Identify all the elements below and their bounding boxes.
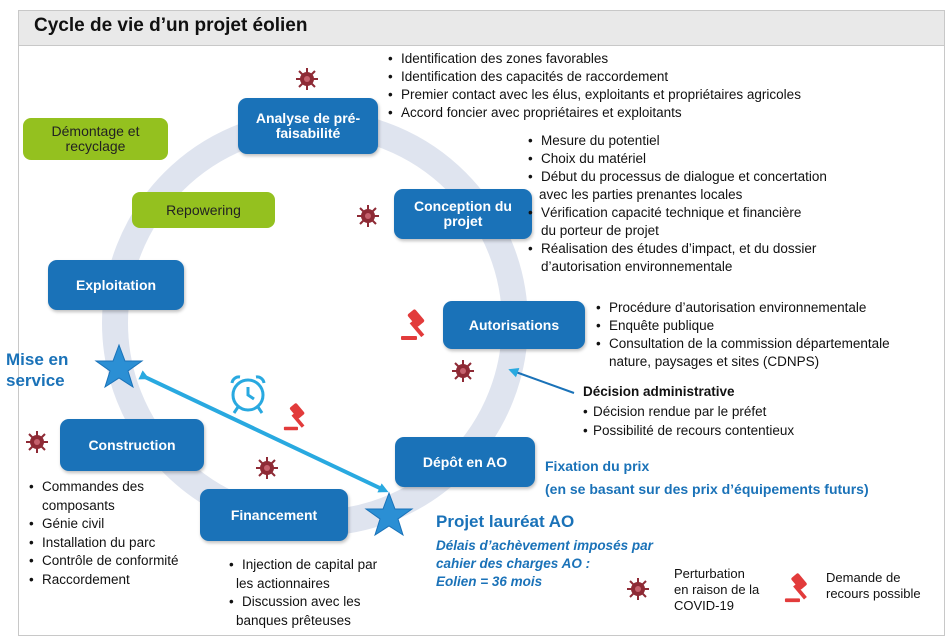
stage-repowering-box: Repowering — [132, 192, 275, 228]
list-item: Procédure d’autorisation environnemental… — [609, 300, 867, 315]
laureat-title: Projet lauréat AO — [436, 512, 575, 531]
financement-list: •Injection de capital par les actionnair… — [229, 557, 378, 628]
double-arrow-icon — [138, 370, 389, 493]
list-item: Possibilité de recours contentieux — [593, 423, 795, 438]
virus-icon — [296, 68, 318, 90]
laureat-line2: cahier des charges AO : — [436, 556, 591, 571]
list-item: Génie civil — [42, 516, 105, 531]
fixation-line2: (en se basant sur des prix d’équipements… — [545, 481, 869, 497]
stage-financement-box: Financement — [200, 489, 348, 541]
legend-recours: Demande de recours possible — [826, 570, 921, 602]
gavel-icon — [784, 573, 807, 603]
fixation-line1: Fixation du prix — [545, 458, 650, 474]
legend-covid: Perturbation en raison de la COVID-19 — [674, 566, 759, 614]
list-item: Accord foncier avec propriétaires et exp… — [387, 104, 801, 122]
stage-construction-box: Construction — [60, 419, 204, 471]
list-item: Mesure du potentiel — [541, 133, 660, 148]
decision-title: Décision administrative — [583, 384, 735, 399]
list-item: Raccordement — [42, 571, 130, 587]
list-item: Identification des zones favorables — [387, 50, 801, 68]
laureat-line1: Délais d’achèvement imposés par — [436, 538, 653, 553]
legend-covid-line1: Perturbation — [674, 566, 745, 581]
legend-covid-line2: en raison de la — [674, 582, 760, 597]
stage-autorisations-box: Autorisations — [443, 301, 585, 349]
stage-conception-box: Conception du projet — [394, 189, 532, 239]
list-item: Réalisation des études d’impact, et du d… — [541, 241, 817, 256]
construction-list: •Commandes des composants •Génie civil •… — [29, 479, 179, 587]
virus-icon — [357, 205, 379, 227]
list-item-continued: avec les parties prenantes locales — [539, 187, 743, 202]
list-item: Premier contact avec les élus, exploitan… — [387, 86, 801, 104]
star-icon — [364, 491, 414, 537]
virus-icon — [256, 457, 278, 479]
star-icon — [94, 343, 144, 389]
analyse-list: Identification des zones favorables Iden… — [387, 50, 801, 122]
decision-list: •Décision rendue par le préfet •Possibil… — [583, 404, 795, 438]
title-bar — [18, 10, 945, 46]
list-item: Contrôle de conformité — [42, 553, 179, 568]
mise-en-service-line2: service — [6, 371, 65, 390]
conception-list: •Mesure du potentiel •Choix du matériel … — [528, 133, 827, 274]
list-item: Discussion avec les — [242, 594, 361, 609]
list-item-continued: banques prêteuses — [236, 612, 351, 628]
list-item: Installation du parc — [42, 534, 156, 550]
virus-icon — [627, 578, 649, 600]
virus-icon — [26, 431, 48, 453]
list-item: Décision rendue par le préfet — [593, 404, 767, 419]
laureat-line3: Eolien = 36 mois — [436, 574, 543, 589]
list-item-continued: composants — [42, 497, 115, 513]
list-item: Injection de capital par — [242, 557, 378, 572]
list-item-continued: les actionnaires — [236, 575, 330, 591]
list-item-continued: du porteur de projet — [541, 223, 659, 238]
mise-en-service-line1: Mise en — [6, 350, 69, 369]
autorisations-list: •Procédure d’autorisation environnementa… — [596, 300, 890, 369]
list-item: Identification des capacités de raccorde… — [387, 68, 801, 86]
list-item: Commandes des — [42, 479, 145, 494]
gavel-icon — [283, 403, 305, 431]
page-title: Cycle de vie d’un projet éolien — [34, 15, 308, 36]
virus-icon — [452, 360, 474, 382]
stage-demontage-box: Démontage et recyclage — [23, 118, 168, 160]
gavel-icon — [401, 309, 425, 340]
legend-covid-line3: COVID-19 — [674, 598, 734, 613]
list-item: Début du processus de dialogue et concer… — [541, 169, 827, 184]
list-item: Vérification capacité technique et finan… — [541, 205, 802, 220]
legend-recours-line1: Demande de — [826, 570, 901, 585]
stage-analyse-box: Analyse de pré-faisabilité — [238, 98, 378, 154]
legend-recours-line2: recours possible — [826, 586, 921, 601]
list-item-continued: nature, paysages et sites (CDNPS) — [609, 354, 820, 369]
decision-arrow — [508, 367, 575, 394]
stage-exploitation-box: Exploitation — [48, 260, 184, 310]
alarm-clock-icon — [230, 375, 266, 414]
list-item: Choix du matériel — [541, 151, 647, 166]
list-item: Consultation de la commission départemen… — [609, 336, 890, 351]
stage-depot-box: Dépôt en AO — [395, 437, 535, 487]
list-item: Enquête publique — [609, 318, 715, 333]
list-item-continued: d’autorisation environnementale — [541, 259, 733, 274]
